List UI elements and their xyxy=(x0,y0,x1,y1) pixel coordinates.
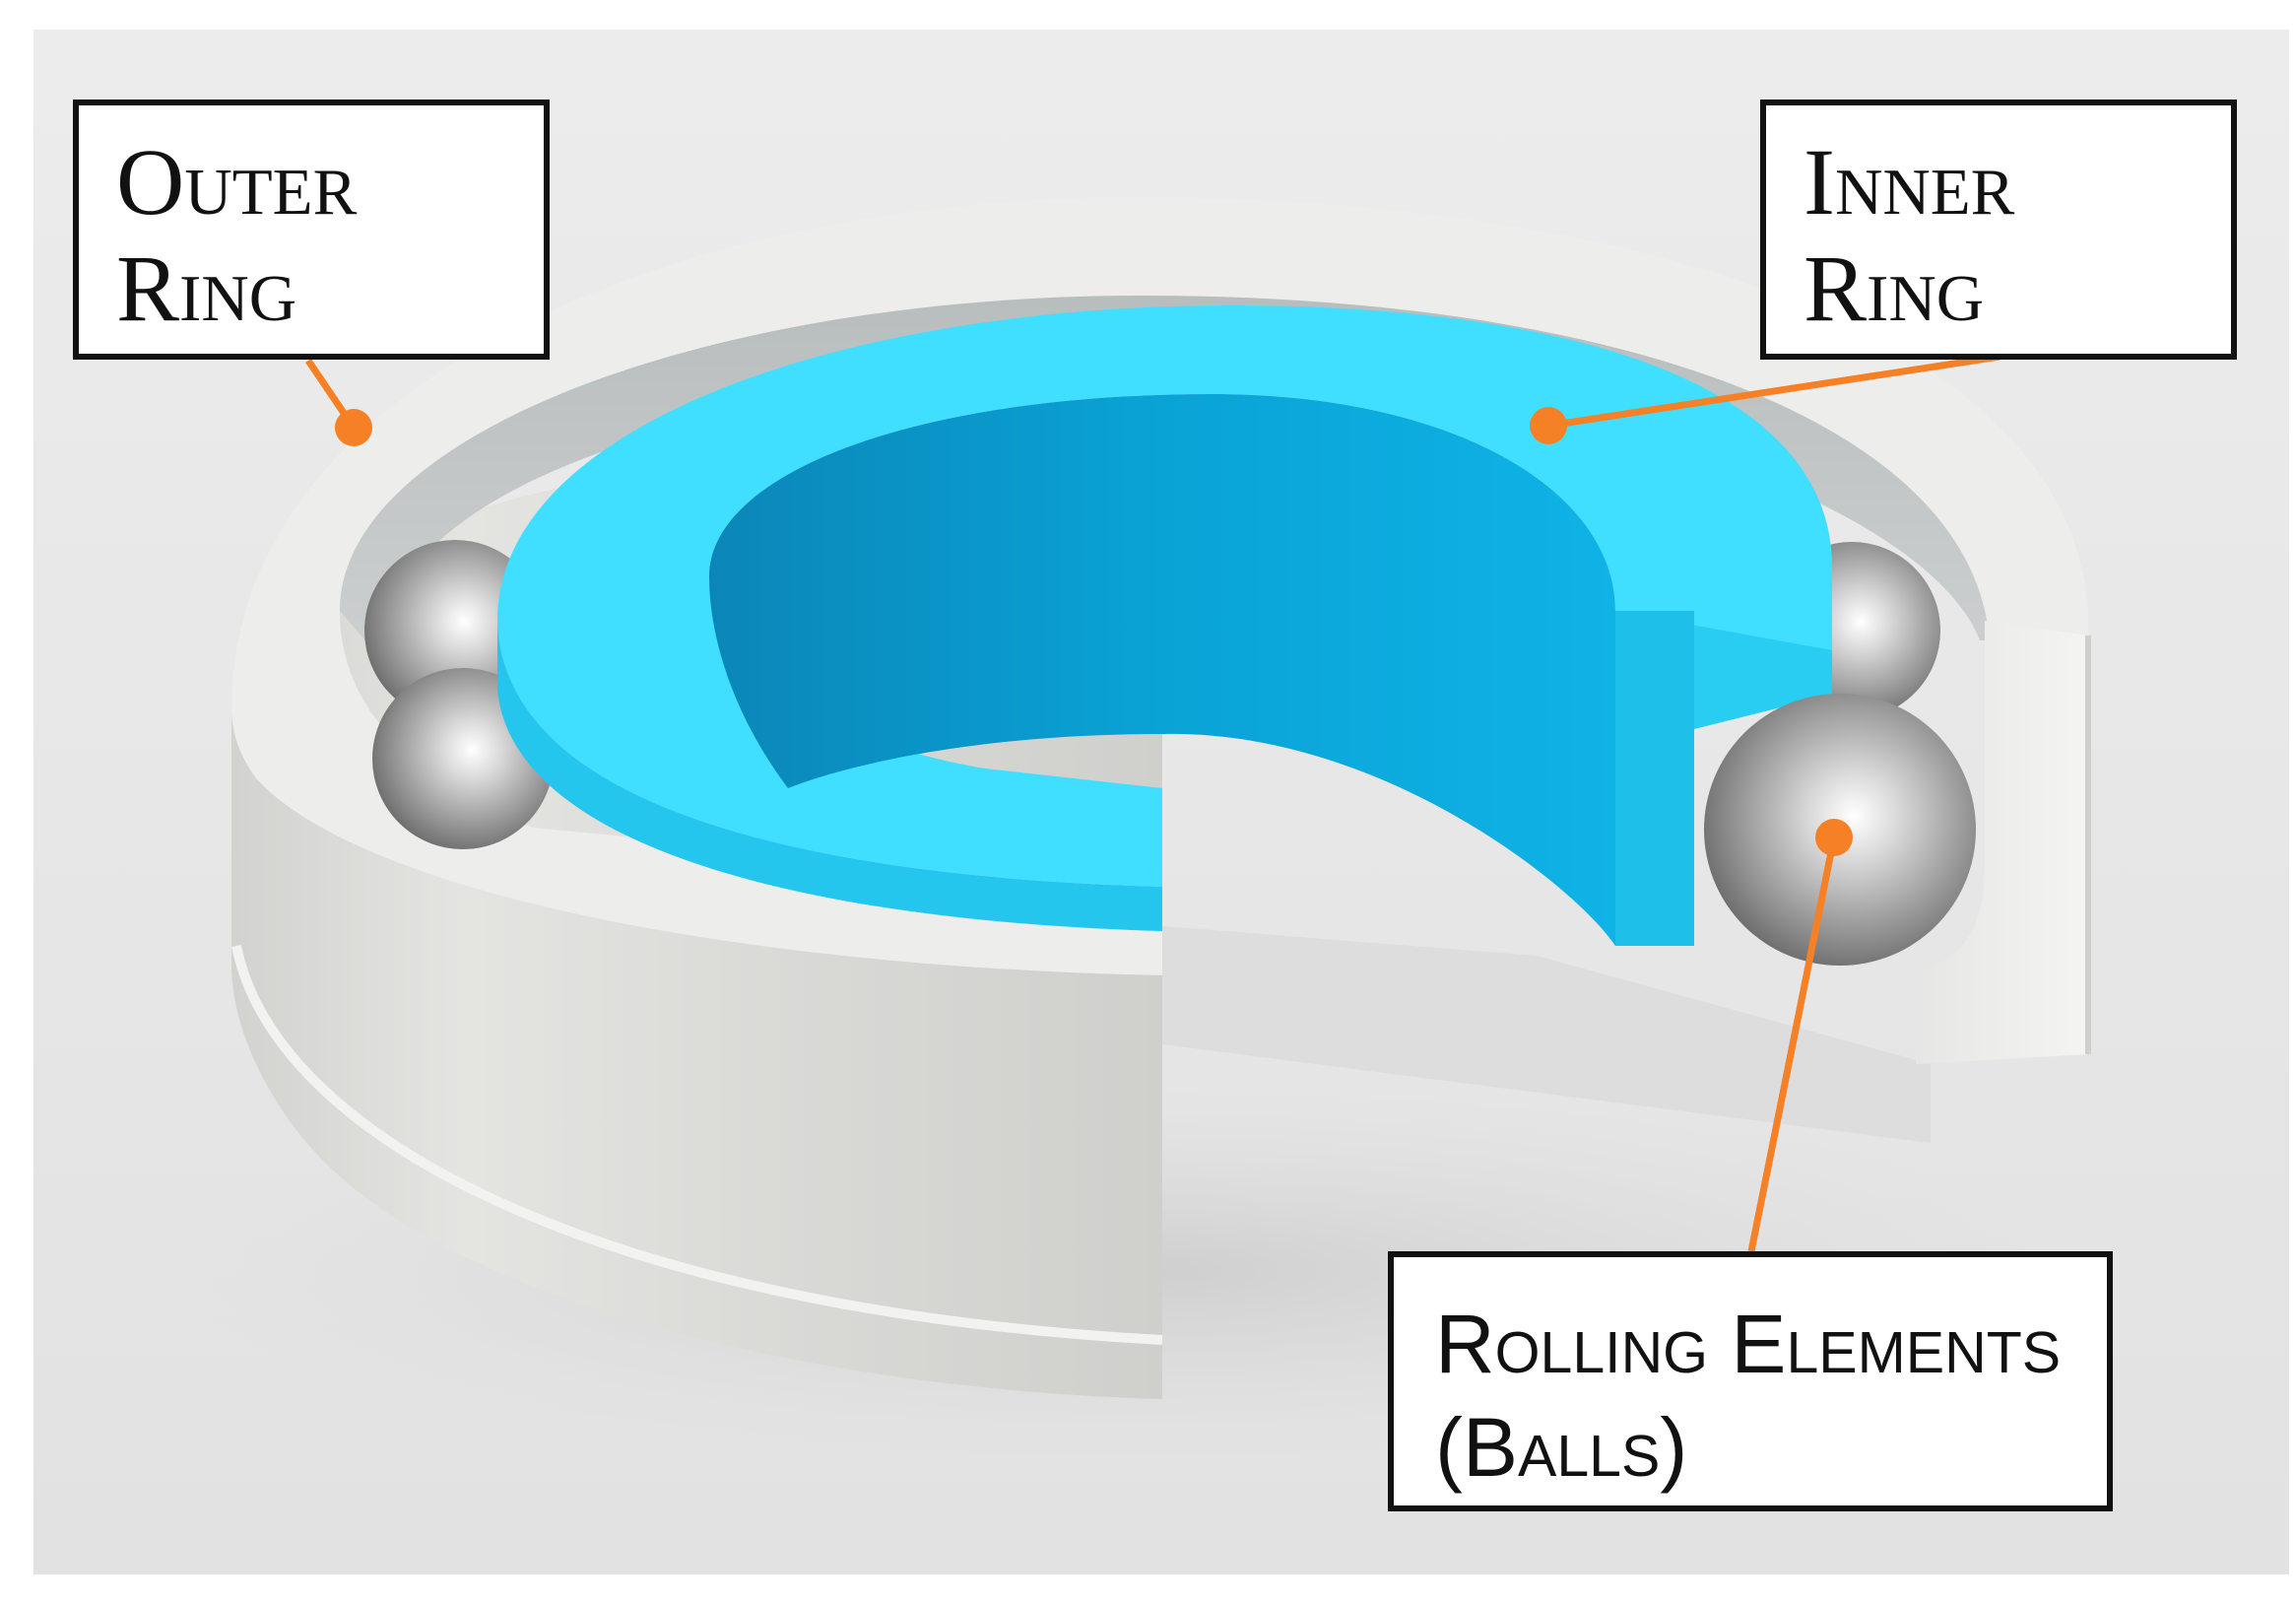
outer-ring-cut-face xyxy=(1916,621,2088,1064)
inner-ring-label-line2: Ring xyxy=(1804,234,1985,341)
rolling-elements-label-line1: Rolling Elements xyxy=(1435,1298,2062,1390)
rolling-elements-label-line2: (Balls) xyxy=(1435,1401,1688,1494)
inner-ring-leader-line xyxy=(1547,353,2001,430)
inner-ring-label: Inner Ring xyxy=(1760,100,2237,360)
rolling-elements-leader-dot xyxy=(1815,819,1853,856)
rolling-elements-leader-line xyxy=(1747,836,1838,1252)
outer-ring-bottom-edge xyxy=(231,945,1163,1345)
outer-ring-label-line2: Ring xyxy=(116,234,297,341)
inner-ring-label-line1: Inner xyxy=(1804,129,2015,234)
inner-ring-bore xyxy=(709,394,1615,946)
outer-ring-label-line1: Outer xyxy=(116,129,358,234)
outer-ring-label: Outer Ring xyxy=(73,100,550,360)
cutaway-floor xyxy=(1162,926,1931,1143)
inner-ring-cut-face-front xyxy=(1615,611,1694,946)
inner-ring-side xyxy=(497,621,1162,931)
rolling-elements-label: Rolling Elements (Balls) xyxy=(1388,1251,2113,1511)
inner-ring-leader-dot xyxy=(1530,407,1567,444)
outer-ring-leader-dot xyxy=(335,409,372,446)
